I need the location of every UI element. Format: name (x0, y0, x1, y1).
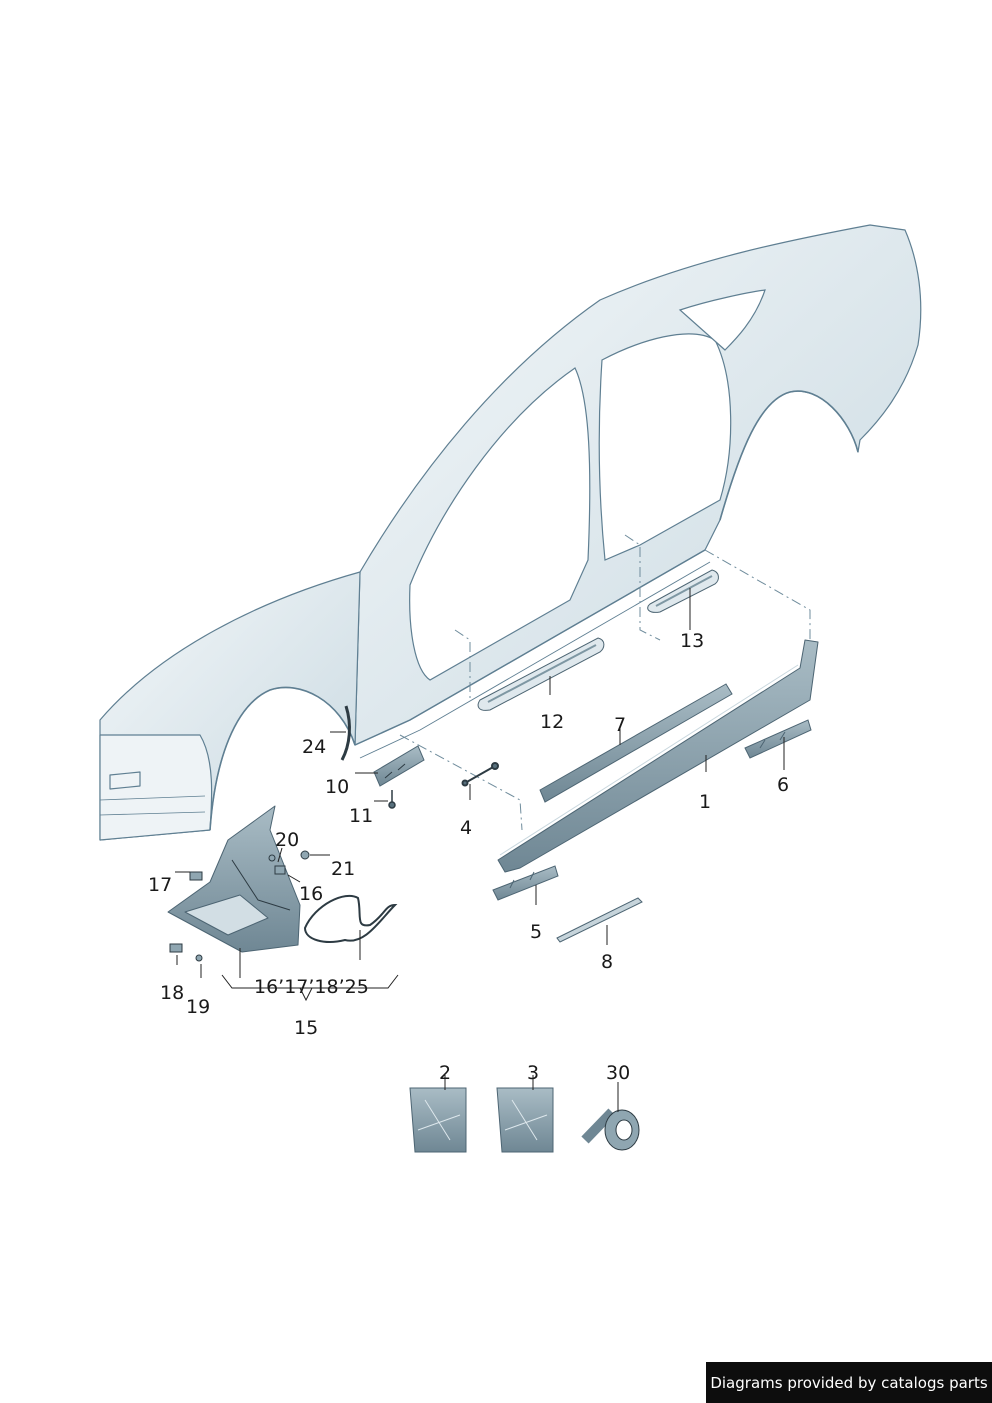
screw-21 (300, 850, 310, 860)
callout-19: 19 (186, 996, 211, 1018)
callout-20: 20 (275, 829, 300, 851)
leader-lines (175, 588, 785, 1112)
part-rear-bracket (744, 719, 812, 759)
part-arch-seal (340, 705, 351, 761)
callout-21: 21 (331, 858, 356, 880)
callout-7: 7 (614, 714, 627, 736)
callout-1: 1 (699, 791, 712, 813)
screw-19 (195, 954, 203, 962)
part-front-sill-trim (477, 637, 605, 711)
credit-banner: Diagrams provided by catalogs parts (706, 1362, 992, 1403)
part-trim-strip (539, 683, 733, 803)
rear-wheel-arch (719, 390, 859, 521)
rear-door-opening (598, 333, 732, 561)
callout-8: 8 (601, 951, 614, 973)
part-bag-3 (496, 1087, 554, 1153)
part-adhesive-strip (556, 897, 643, 943)
front-door-opening (409, 367, 591, 681)
rear-quarter-window (678, 289, 766, 351)
callout-24: 24 (302, 736, 327, 758)
callout-6: 6 (777, 774, 790, 796)
callout-30: 30 (606, 1062, 631, 1084)
callout-12: 12 (540, 711, 565, 733)
callout-13: 13 (680, 630, 705, 652)
assembly-guide-lines (399, 534, 811, 831)
front-bumper (99, 734, 213, 841)
part-retaining-rod (461, 762, 499, 787)
part-loop-seal (303, 894, 398, 943)
part-bag-2 (409, 1087, 467, 1153)
part-mount-bracket (373, 745, 425, 787)
callout-3: 3 (527, 1062, 540, 1084)
clip-parts (169, 850, 310, 962)
part-sill-panel (497, 639, 819, 873)
part-rear-sill-trim (647, 569, 719, 613)
callout-group-list: 16’17’18’25 (254, 976, 369, 998)
callout-2: 2 (439, 1062, 452, 1084)
clip-18 (169, 943, 183, 953)
callout-4: 4 (460, 817, 473, 839)
part-wheel-housing-liner (167, 805, 301, 953)
clip-17 (189, 871, 203, 881)
callout-17: 17 (148, 874, 173, 896)
part-bolt-11 (388, 790, 396, 809)
part-front-bracket (492, 865, 559, 901)
screw-20 (268, 854, 276, 862)
callout-5: 5 (530, 921, 543, 943)
callout-15: 15 (294, 1017, 319, 1039)
clip-16 (274, 865, 286, 875)
front-wheel-arch (209, 686, 356, 831)
door-openings (409, 289, 766, 681)
credit-text: Diagrams provided by catalogs parts (710, 1373, 988, 1392)
callout-18: 18 (160, 982, 185, 1004)
sill-line (354, 549, 706, 746)
callout-10: 10 (325, 776, 350, 798)
callout-16: 16 (299, 883, 324, 905)
part-tape-roll (581, 1108, 640, 1151)
callout-11: 11 (349, 805, 374, 827)
